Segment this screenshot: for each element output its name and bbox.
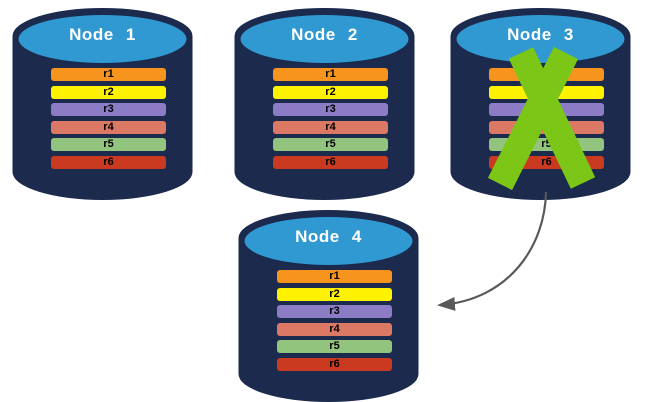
node-2: Node 2 r1 r2 r3 r4 r5 r6: [232, 6, 417, 202]
replica-row: r3: [51, 103, 166, 116]
replica-row: r6: [273, 155, 388, 169]
node-label: Node 1: [69, 25, 136, 44]
node-4: Node 4 r1 r2 r3 r4 r5 r6: [236, 208, 421, 402]
node-label: Node 2: [291, 25, 358, 44]
replica-row: r2: [277, 287, 392, 301]
replica-row: r5: [51, 138, 166, 151]
x-mark-icon: [487, 46, 596, 191]
replica-rows: r1 r2 r3 r4 r5 r6: [277, 270, 392, 371]
replica-row: r1: [277, 270, 392, 283]
replica-row: r5: [277, 340, 392, 353]
database-cylinder-icon: [238, 210, 419, 402]
node-1: Node 1 r1 r2 r3 r4 r5 r6: [10, 6, 195, 202]
replica-row: r2: [51, 85, 166, 99]
replica-row: r3: [273, 103, 388, 116]
replica-rows: r1 r2 r3 r4 r5 r6: [273, 68, 388, 169]
replica-row: r6: [277, 357, 392, 371]
replica-rows: r1 r2 r3 r4 r5 r6: [51, 68, 166, 169]
replica-row: r4: [51, 120, 166, 134]
replica-row: r3: [277, 305, 392, 318]
replica-row: r6: [51, 155, 166, 169]
replica-row: r1: [273, 68, 388, 81]
replica-row: r4: [277, 322, 392, 336]
node-label: Node 4: [295, 227, 362, 246]
replica-row: r5: [273, 138, 388, 151]
replica-row: r2: [273, 85, 388, 99]
replica-row: r4: [273, 120, 388, 134]
node-3: Node 3 r1 r2 r3 r4 r5 r6: [448, 6, 633, 202]
node-label: Node 3: [507, 25, 574, 44]
replica-row: r1: [51, 68, 166, 81]
